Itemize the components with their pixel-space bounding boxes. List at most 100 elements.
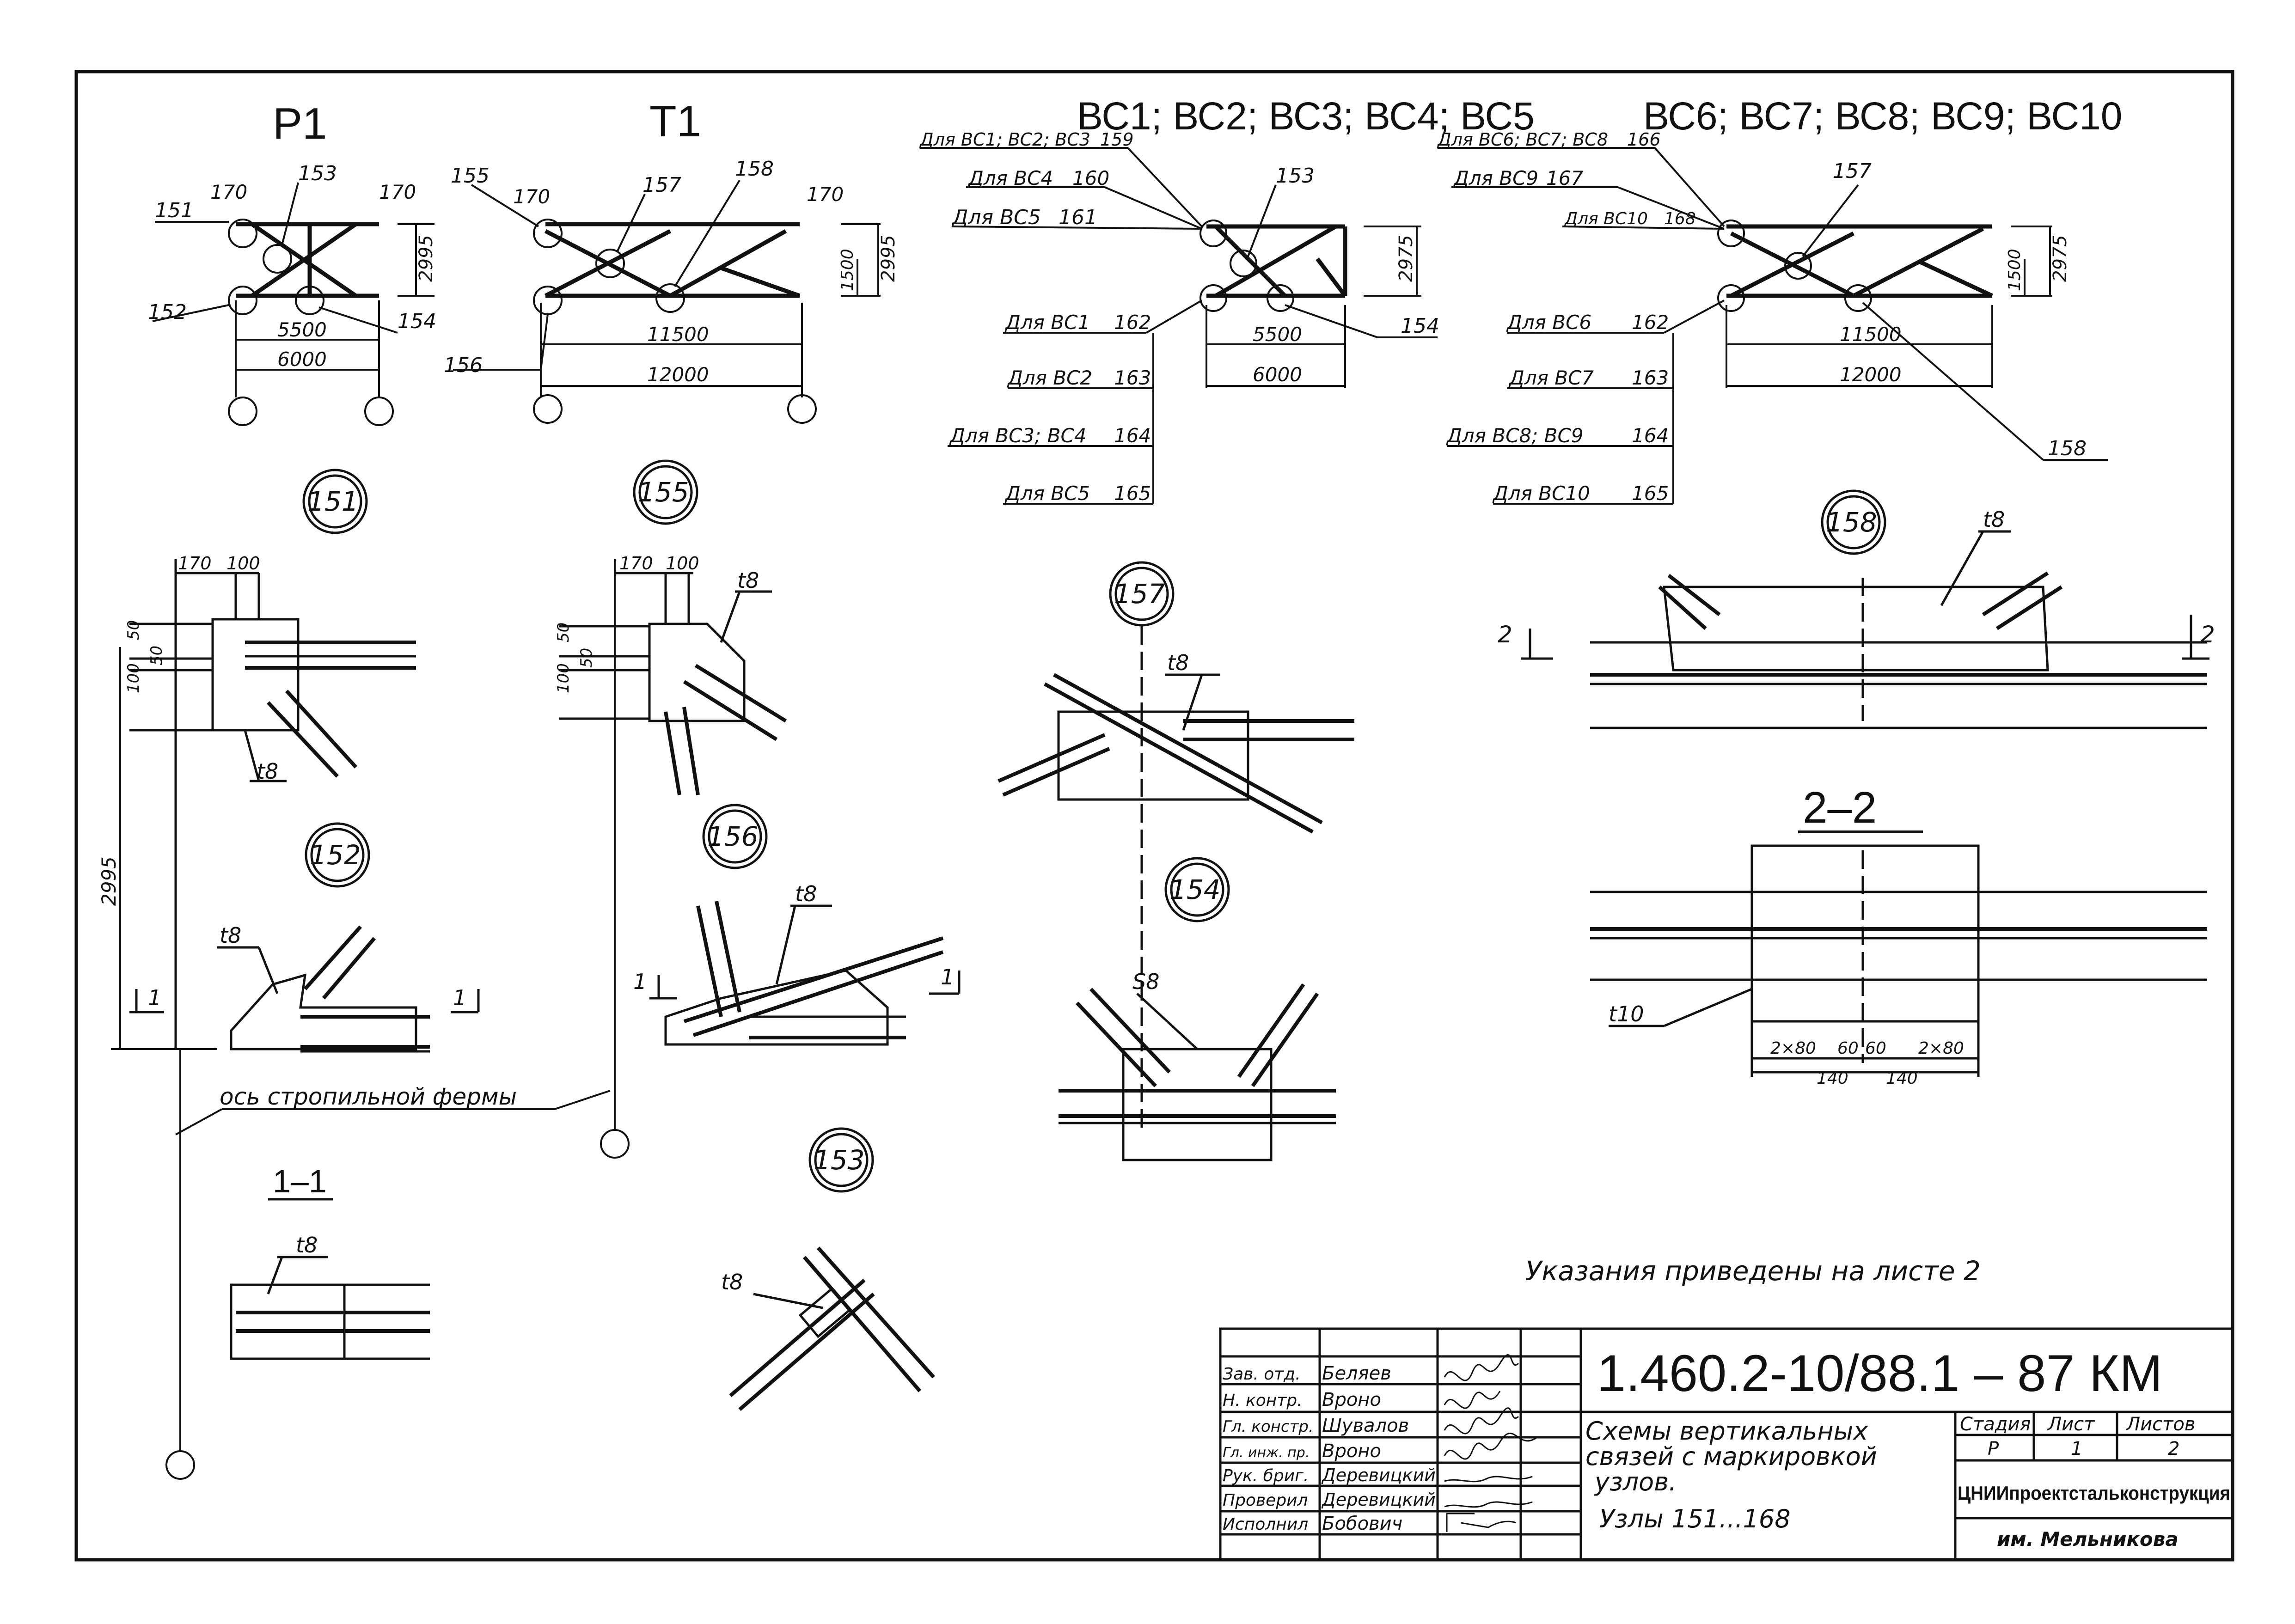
callout-label-163b: Для ВС7 [1508, 366, 1594, 389]
bc1-5-dim-6000: 6000 [1253, 363, 1302, 386]
callout-num-164: 164 [1114, 424, 1151, 447]
cut-1-left: 1 [148, 985, 161, 1010]
node-151-dim-100: 100 [226, 553, 260, 574]
scheme-bc6-10: ВС6; ВС7; ВС8; ВС9; ВС10 [1437, 94, 2123, 505]
stage-value: Р [1988, 1438, 1999, 1459]
bc6-10-mark-157: 157 [1833, 159, 1872, 183]
doc-code: 1.460.2-10/88.1 – 87 КМ [1597, 1344, 2162, 1402]
role-6: Исполнил [1223, 1515, 1308, 1534]
callout-num-165b: 165 [1632, 482, 1669, 505]
callout-num-167: 167 [1546, 167, 1583, 189]
node-marker-153: 153 [814, 1144, 865, 1176]
scheme-bc6-10-title: ВС6; ВС7; ВС8; ВС9; ВС10 [1643, 94, 2123, 138]
node-marker-157: 157 [1114, 578, 1165, 610]
height-dim [111, 647, 217, 1050]
callout-num-165: 165 [1114, 482, 1151, 505]
section-2-2: 2–2 t10 2×80 60 60 2×80 140 140 [1590, 783, 2207, 1088]
scheme-t1: Т1 155 156 157 158 170 170 11500 120 [444, 97, 899, 424]
sheets-header: Листов [2125, 1414, 2195, 1435]
p1-dim-6000: 6000 [277, 348, 327, 371]
callout-num-166: 166 [1627, 129, 1661, 150]
role-3: Гл. инж. пр. [1223, 1445, 1310, 1461]
t1-dim-170-right: 170 [807, 183, 844, 206]
node-marker-152: 152 [310, 839, 361, 871]
cut-1-left-156: 1 [633, 969, 647, 994]
p1-mark-154: 154 [398, 310, 436, 333]
callout-num-162: 162 [1114, 311, 1151, 334]
t1-mark-158: 158 [735, 157, 774, 181]
t1-mark-156: 156 [444, 354, 483, 377]
node-151-plate: t8 [257, 759, 278, 784]
callout-label-164b: Для ВС8; ВС9 [1446, 424, 1584, 447]
bc1-5-dim-2975: 2975 [1395, 235, 1417, 282]
callout-label-165: Для ВС5 [1004, 482, 1090, 505]
section-2-2-dim-140-left: 140 [1817, 1069, 1848, 1088]
node-151-dim-50a: 50 [124, 620, 143, 640]
node-158-detail: t8 2 2 [1498, 507, 2215, 729]
node-155-dim-50b: 50 [577, 648, 596, 668]
stage-header: Стадия [1960, 1414, 2031, 1435]
callout-label-163: Для ВС2 [1007, 366, 1092, 389]
role-4: Рук. бриг. [1223, 1466, 1309, 1485]
callout-label-162b: Для ВС6 [1506, 311, 1591, 334]
scheme-p1: Р1 151 152 153 154 170 170 5500 6000 299… [148, 99, 437, 426]
role-5: Проверил [1223, 1491, 1308, 1510]
p1-dim-170-right: 170 [379, 181, 416, 203]
bc6-10-mark-158: 158 [2048, 437, 2087, 460]
callout-label-164: Для ВС3; ВС4 [949, 424, 1087, 447]
bc6-10-dim-1500: 1500 [2005, 249, 2024, 291]
name-2: Шувалов [1322, 1415, 1409, 1436]
axis-label: ось стропильной фермы [220, 1083, 517, 1110]
section-2-2-dim-60-left: 60 [1837, 1039, 1859, 1058]
section-2-2-dim-2x80-left: 2×80 [1770, 1039, 1816, 1058]
node-152-detail: t8 1 1 [129, 923, 480, 1053]
p1-dim-170-left: 170 [210, 181, 247, 203]
sheet-value: 1 [2071, 1438, 2082, 1459]
name-0: Беляев [1322, 1363, 1391, 1384]
title-line-1: Схемы вертикальных [1585, 1416, 1868, 1446]
org-name: ЦНИИпроектстальконструкция [1958, 1482, 2230, 1504]
node-153-plate: t8 [721, 1270, 743, 1294]
node-155-dim-100: 100 [666, 553, 699, 574]
bc1-5-mark-154: 154 [1401, 314, 1439, 338]
node-155-plate: t8 [737, 568, 759, 593]
node-155-detail: 170 100 50 50 100 t8 [554, 553, 787, 795]
scheme-bc1-5: ВС1; ВС2; ВС3; ВС4; ВС5 [919, 94, 1535, 505]
height-dim-2995: 2995 [98, 856, 120, 906]
role-0: Зав. отд. [1223, 1365, 1301, 1384]
node-153-detail: t8 [721, 1246, 935, 1411]
name-6: Бобович [1322, 1513, 1402, 1534]
node-152-plate: t8 [220, 923, 241, 948]
section-2-2-dim-2x80-right: 2×80 [1918, 1039, 1964, 1058]
node-155-dim-100v: 100 [554, 663, 573, 693]
node-154-detail: S8 [1059, 969, 1336, 1161]
node-158-plate: t8 [1983, 507, 2005, 532]
callout-num-161: 161 [1059, 206, 1097, 229]
node-156-plate: t8 [795, 881, 817, 906]
callout-label-162: Для ВС1 [1004, 311, 1090, 334]
p1-dim-5500: 5500 [277, 318, 327, 341]
title-block: 1.460.2-10/88.1 – 87 КМ Схемы вертикальн… [1219, 1327, 2234, 1561]
section-2-2-title: 2–2 [1803, 783, 1877, 832]
node-marker-154: 154 [1169, 874, 1221, 905]
callout-label-167: Для ВС9 [1453, 167, 1538, 189]
callout-num-163b: 163 [1632, 366, 1669, 389]
node-154-plate: S8 [1132, 969, 1159, 994]
callout-label-168: Для ВС10 [1564, 209, 1648, 228]
org-sub: им. Мельникова [1997, 1528, 2179, 1551]
node-marker-156: 156 [707, 821, 759, 852]
cut-1-right-156: 1 [941, 965, 954, 989]
title-line-4: Узлы 151...168 [1599, 1504, 1791, 1533]
section-1-1-plate: t8 [296, 1233, 318, 1258]
title-line-3: узлов. [1594, 1467, 1677, 1496]
callout-label-159: Для ВС1; ВС2; ВС3 [919, 129, 1090, 150]
p1-mark-151: 151 [155, 199, 194, 222]
signatures [1444, 1354, 1537, 1532]
cut-2-right: 2 [2200, 621, 2215, 648]
node-151-dim-100v: 100 [124, 663, 143, 693]
node-markers [302, 459, 1886, 1193]
name-1: Вроно [1322, 1389, 1381, 1410]
node-151-detail: 170 100 50 50 100 t8 [124, 553, 416, 1049]
callout-label-160: Для ВС4 [967, 167, 1053, 189]
